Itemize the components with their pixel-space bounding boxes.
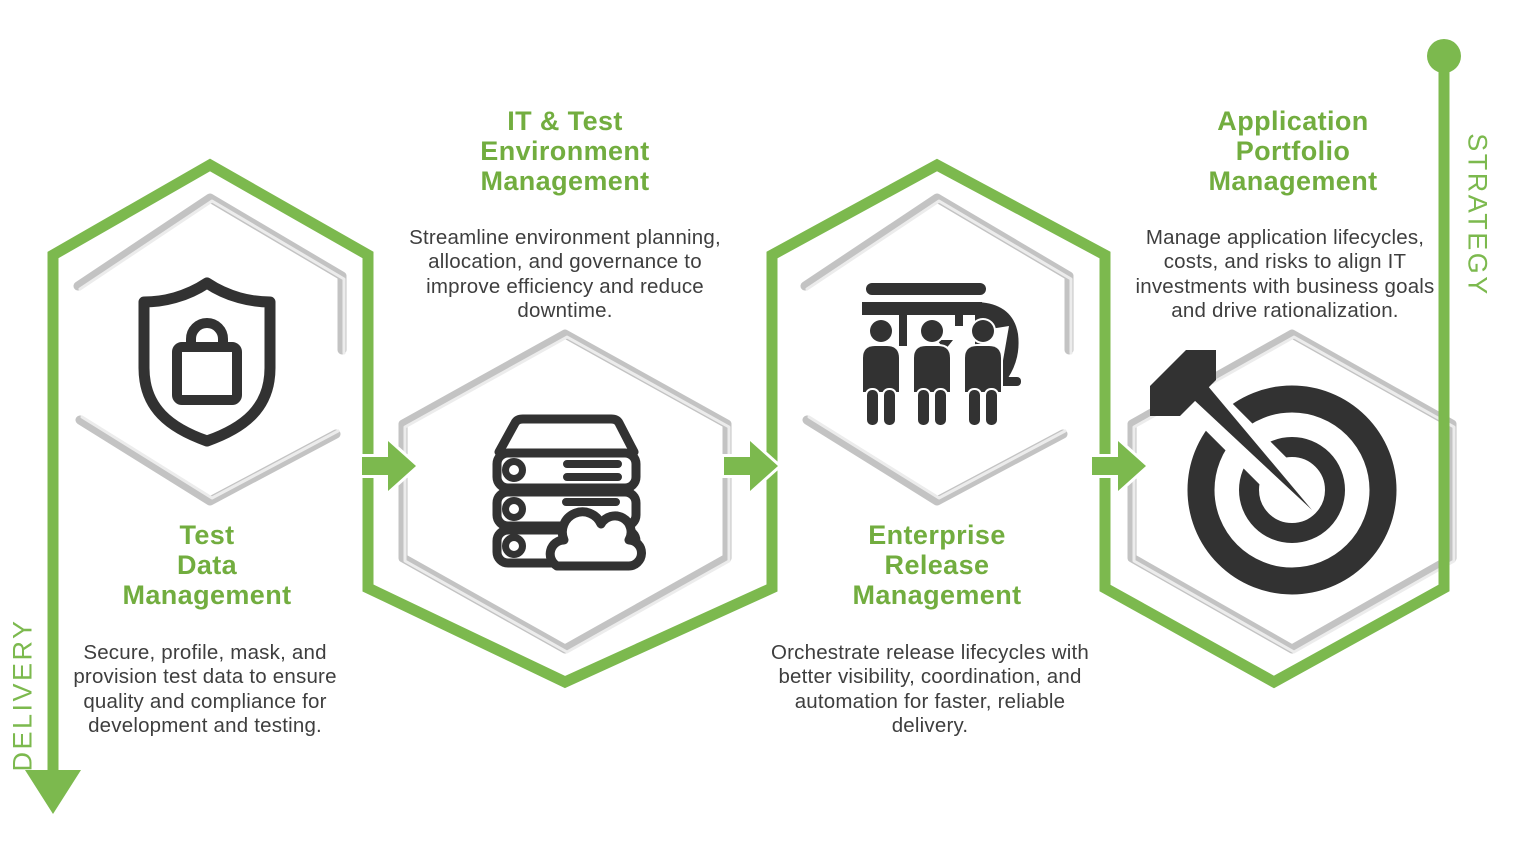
right-arrow-icon: [1089, 434, 1151, 498]
description-line: better visibility, coordination, and: [778, 665, 1082, 689]
description-line: quality and compliance for: [83, 689, 327, 713]
module-description-it-test-environment-management: Streamline environment planning, allocat…: [393, 226, 737, 324]
description-line: Manage application lifecycles,: [1145, 226, 1425, 249]
description-line: improve efficiency and reduce: [426, 274, 704, 298]
title-line: IT & Test: [507, 106, 623, 136]
description-line: investments with business goals: [1135, 274, 1435, 298]
title-line: Enterprise: [868, 520, 1006, 550]
strategy-axis-label: STRATEGY: [1462, 133, 1493, 297]
module-description-application-portfolio-management: Manage application lifecycles, costs, an…: [1113, 226, 1457, 324]
title-line: Portfolio: [1235, 136, 1351, 166]
description-line: Orchestrate release lifecycles with: [770, 641, 1090, 664]
description-line: automation for faster, reliable: [794, 689, 1066, 713]
flow-snake-line: [47, 56, 1450, 778]
description-line: downtime.: [517, 299, 613, 323]
delivery-arrowhead: [25, 770, 81, 814]
module-description-test-data-management: Secure, profile, mask, and provision tes…: [33, 641, 377, 739]
description-line: Streamline environment planning,: [409, 226, 721, 249]
description-line: delivery.: [891, 714, 969, 738]
module-title-test-data-management: Test Data Management: [35, 520, 379, 610]
server-cloud-icon: [492, 414, 646, 571]
description-line: provision test data to ensure: [73, 665, 337, 689]
release-train-icon: [861, 283, 1021, 427]
description-line: and drive rationalization.: [1171, 299, 1399, 323]
right-arrow-icon: [721, 434, 783, 498]
hexagon-frame-2: [398, 329, 732, 654]
strategy-endpoint-dot: [1427, 39, 1461, 73]
module-description-enterprise-release-management: Orchestrate release lifecycles with bett…: [758, 641, 1102, 739]
description-line: Secure, profile, mask, and: [83, 641, 327, 664]
hexagon-frame-4: [1127, 329, 1457, 654]
module-title-application-portfolio-management: Application Portfolio Management: [1121, 106, 1465, 196]
title-line: Management: [852, 580, 1022, 610]
title-line: Management: [480, 166, 650, 196]
shield-lock-icon: [138, 277, 276, 447]
title-line: Management: [1208, 166, 1378, 196]
people-silhouettes: [861, 318, 1003, 427]
title-line: Environment: [480, 136, 650, 166]
gray-hexagons: [73, 193, 1457, 654]
hexagon-frame-1: [73, 193, 347, 506]
description-line: costs, and risks to align IT: [1163, 250, 1407, 274]
hexagon-frame-3: [800, 193, 1074, 506]
description-line: allocation, and governance to: [428, 250, 702, 274]
title-line: Data: [176, 550, 238, 580]
module-title-enterprise-release-management: Enterprise Release Management: [765, 520, 1109, 610]
module-title-it-test-environment-management: IT & Test Environment Management: [393, 106, 737, 196]
flow-path: [25, 39, 1461, 814]
title-line: Test: [179, 520, 235, 550]
title-line: Management: [122, 580, 292, 610]
description-line: development and testing.: [88, 714, 322, 738]
target-arrow-icon: [1150, 350, 1397, 595]
title-line: Application: [1217, 106, 1369, 136]
right-arrow-icon: [359, 434, 421, 498]
title-line: Release: [884, 550, 990, 580]
connector-arrows: [359, 434, 1151, 498]
